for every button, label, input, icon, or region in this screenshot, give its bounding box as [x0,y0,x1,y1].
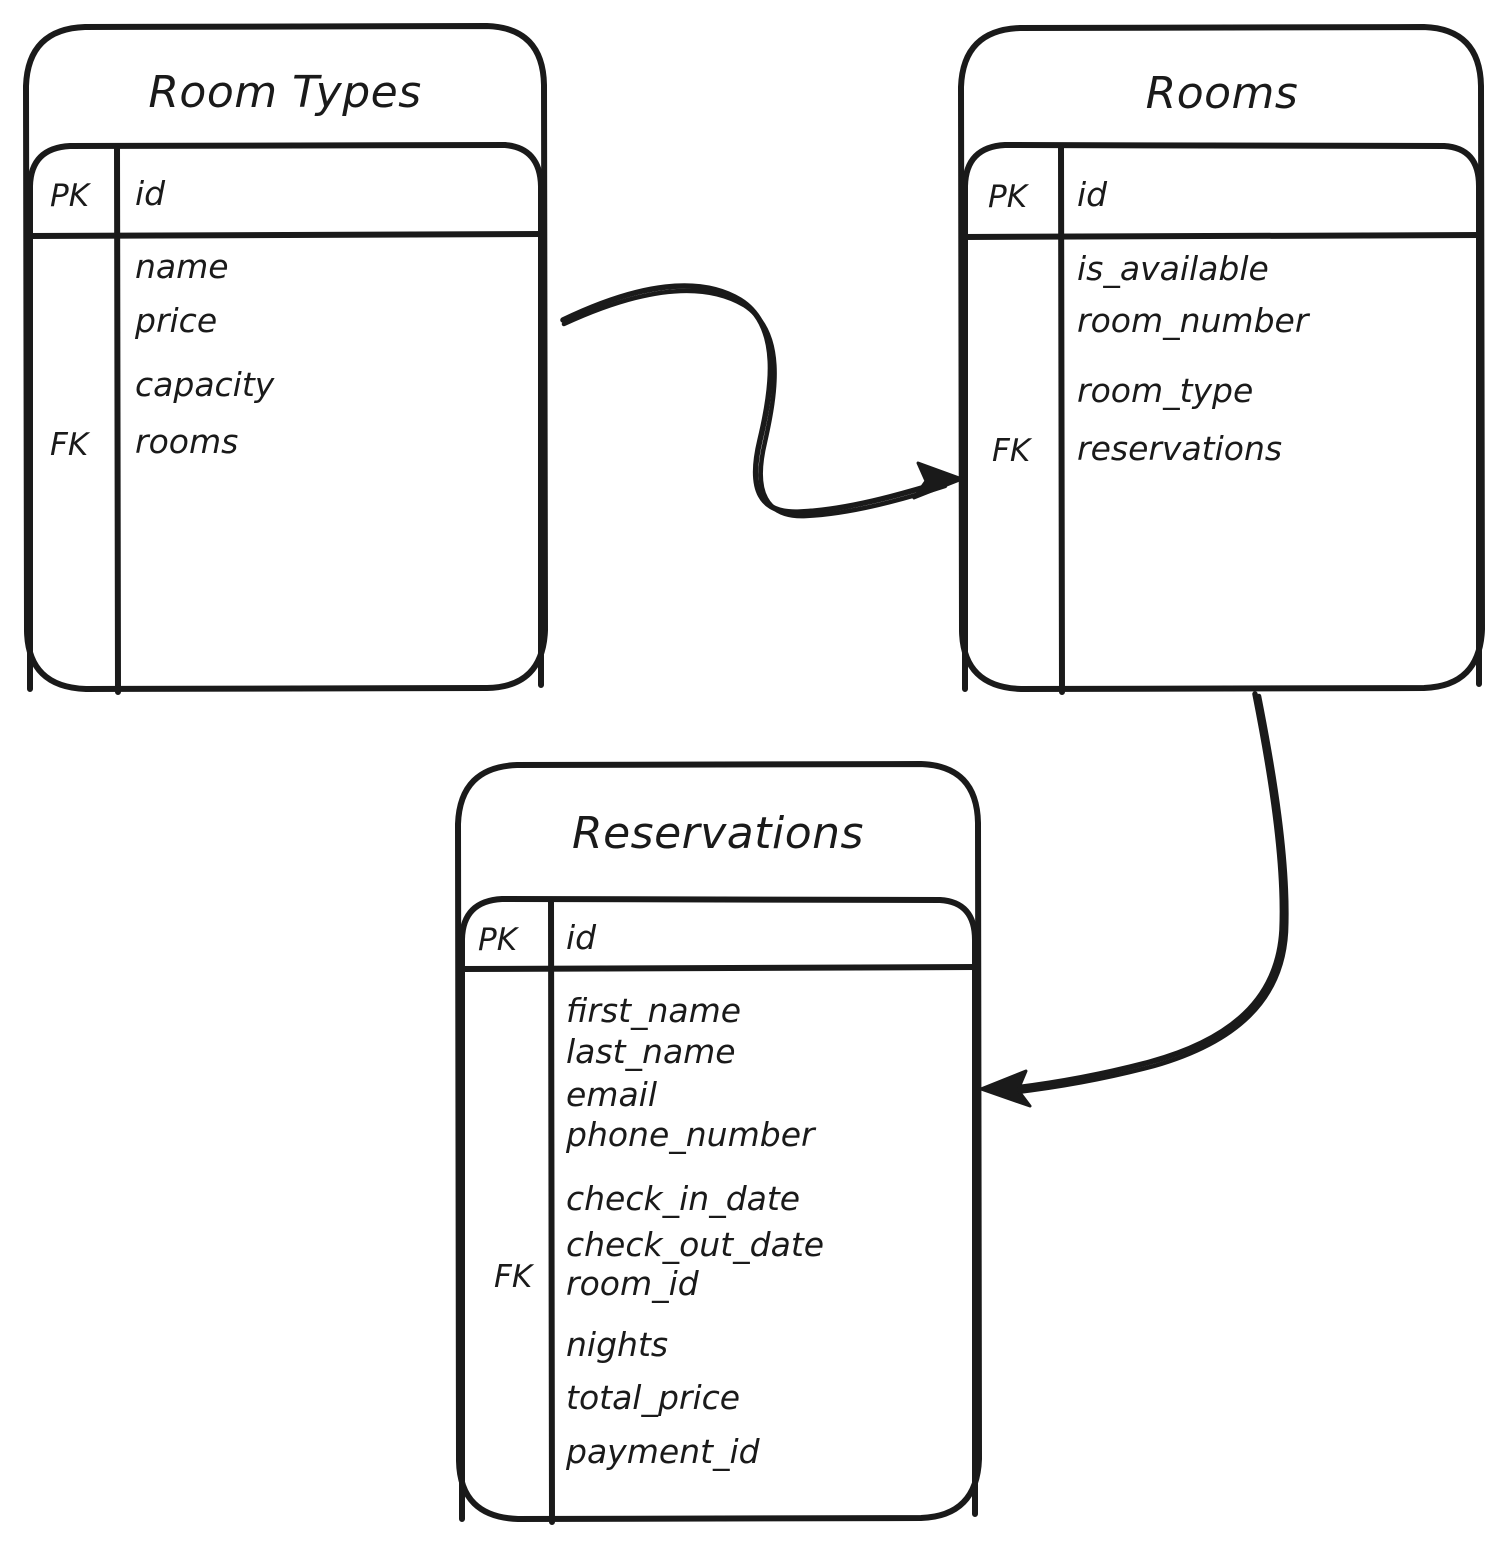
rooms-pk-label: PK [988,179,1030,215]
reservations-title: Reservations [572,808,864,859]
rooms-inner-top-left [962,142,1447,692]
room-types-key-column-divider [114,143,121,695]
room-types-field-price: price [134,301,217,340]
room-types-pk-label: PK [50,178,92,214]
entity-room-types[interactable]: Room Types PK id FK name price capacity … [23,23,548,695]
reservations-pk-row-divider [458,964,979,972]
room-types-inner-top-left [27,142,508,692]
connector-line-2b [997,693,1289,1097]
connector-1-arrowhead [912,461,964,500]
reservations-field-phone-number: phone_number [565,1115,817,1154]
reservations-pk-label: PK [478,922,520,958]
room-types-fk-label: FK [50,427,91,463]
room-types-pk-row-divider [26,231,545,239]
room-types-field-capacity: capacity [135,365,275,404]
room-types-inner-top-right [502,142,544,688]
reservations-key-column-divider [548,897,555,1525]
rooms-inner-top-right [1441,143,1482,687]
reservations-outer-border [455,761,982,1522]
reservations-field-nights: nights [566,1325,668,1364]
rooms-field-room-type: room_type [1077,371,1253,410]
room-types-field-name: name [135,247,229,286]
room-types-title: Room Types [148,67,421,118]
reservations-field-check-in-date: check_in_date [566,1179,800,1218]
reservations-field-total-price: total_price [566,1378,740,1417]
room-types-pk-field-id: id [135,174,166,213]
rooms-field-is-available: is_available [1077,249,1269,288]
room-types-field-rooms: rooms [135,422,238,461]
room-types-outer-border [23,23,548,692]
entity-reservations[interactable]: Reservations PK id FK first_name last_na… [455,761,982,1525]
relationship-room-types-to-rooms[interactable] [560,283,964,519]
reservations-fk-label: FK [494,1259,535,1295]
rooms-fk-label: FK [992,433,1033,469]
connector-line-2a [995,691,1286,1093]
rooms-pk-row-divider [961,232,1483,240]
entity-rooms[interactable]: Rooms PK id FK is_available room_number … [958,24,1485,695]
rooms-key-column-divider [1058,143,1065,695]
reservations-field-email: email [566,1075,657,1114]
reservations-pk-field-id: id [566,918,597,957]
reservations-field-check-out-date: check_out_date [566,1225,824,1264]
connector-2-arrowhead [979,1069,1032,1108]
rooms-outer-border [958,24,1485,692]
reservations-field-room-id: room_id [566,1264,700,1303]
rooms-field-reservations: reservations [1077,429,1282,468]
reservations-field-last-name: last_name [566,1032,736,1071]
rooms-pk-field-id: id [1077,175,1108,214]
reservations-field-payment-id: payment_id [565,1432,761,1471]
connector-line-1a [560,283,948,515]
relationship-rooms-to-reservations[interactable] [979,691,1289,1108]
rooms-title: Rooms [1146,68,1299,119]
rooms-field-room-number: room_number [1077,301,1311,340]
reservations-inner-top-left [459,896,943,1522]
reservations-field-first-name: first_name [566,991,741,1030]
reservations-inner-top-right [937,897,978,1517]
connector-line-1b [561,288,948,519]
